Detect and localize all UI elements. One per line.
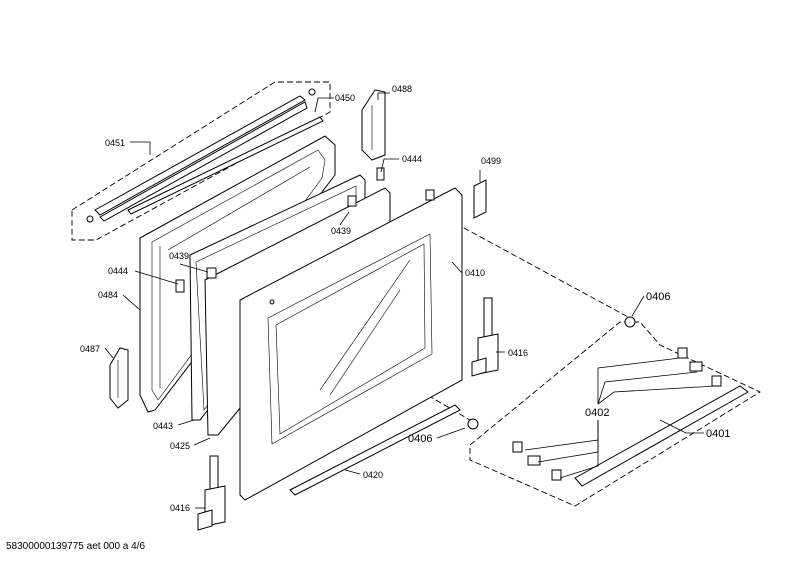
bottom-seal-strip — [289, 404, 461, 496]
label-0450: 0450 — [335, 93, 355, 103]
label-0416-lower: 0416 — [170, 503, 190, 513]
label-0451: 0451 — [105, 138, 125, 148]
label-0499: 0499 — [481, 156, 501, 166]
label-0439-upper: 0439 — [331, 226, 351, 236]
bushing-lower — [467, 418, 479, 430]
bottom-end-cap — [109, 347, 129, 409]
clip-0439-upper — [347, 195, 357, 207]
label-0439-lower: 0439 — [169, 251, 189, 261]
hinge-upper — [471, 297, 499, 377]
bottom-assembly-group-outline — [469, 321, 761, 507]
label-0487: 0487 — [80, 344, 100, 354]
label-0443: 0443 — [153, 421, 173, 431]
top-frame-strip — [86, 88, 324, 223]
label-0420: 0420 — [363, 470, 383, 480]
top-end-cap — [361, 89, 386, 161]
leader-lines — [104, 92, 717, 509]
label-0484: 0484 — [98, 290, 118, 300]
label-0444-upper: 0444 — [402, 154, 422, 164]
label-0416-upper: 0416 — [508, 348, 528, 358]
hinge-lower — [197, 455, 226, 531]
bushing-upper — [624, 316, 636, 328]
label-0402: 0402 — [585, 407, 609, 419]
label-0406-upper: 0406 — [646, 291, 670, 303]
drawing-reference-footer: 58300000139775 aet 000 a 4/6 — [6, 541, 146, 552]
label-0425: 0425 — [170, 441, 190, 451]
door-handle-bar — [574, 385, 749, 487]
top-assembly-group-outline — [71, 81, 331, 241]
clip-0444-lower — [175, 279, 185, 293]
label-0410: 0410 — [465, 268, 485, 278]
label-0444-lower: 0444 — [108, 266, 128, 276]
clip-0439-lower — [206, 267, 217, 279]
hinge-axis-dash — [439, 214, 631, 319]
clip-0444-upper — [376, 167, 385, 181]
outer-door-panel — [239, 187, 463, 501]
handle-brackets — [512, 347, 722, 481]
label-0401: 0401 — [706, 428, 730, 440]
small-cover-plate — [473, 179, 487, 219]
label-0406-lower: 0406 — [408, 433, 432, 445]
label-0488: 0488 — [392, 84, 412, 94]
